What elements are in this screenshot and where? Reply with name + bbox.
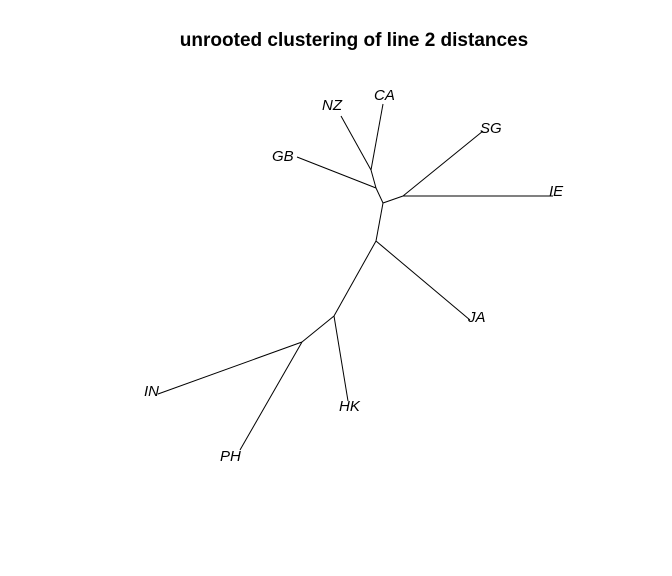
tip-label-sg: SG bbox=[480, 120, 502, 137]
edge-hk bbox=[333, 315, 349, 402]
edge-sg bbox=[402, 130, 484, 197]
edge-ja bbox=[375, 240, 471, 321]
tip-label-in: IN bbox=[144, 383, 159, 400]
edge-in bbox=[157, 341, 303, 395]
edge-gb bbox=[296, 156, 377, 189]
edge-internal-3 bbox=[301, 315, 335, 343]
tip-label-ie: IE bbox=[549, 183, 564, 200]
plot-title: unrooted clustering of line 2 distances bbox=[179, 30, 529, 51]
edge-ph bbox=[239, 341, 303, 451]
tip-label-ph: PH bbox=[220, 448, 241, 465]
edge-internal-5 bbox=[370, 169, 377, 189]
edge-internal-4 bbox=[375, 187, 384, 204]
tip-label-ca: CA bbox=[374, 87, 395, 104]
tip-label-hk: HK bbox=[339, 398, 361, 415]
tip-label-ja: JA bbox=[467, 309, 486, 326]
tip-label-nz: NZ bbox=[322, 97, 343, 114]
edge-ca bbox=[370, 103, 384, 171]
edge-nz bbox=[340, 115, 372, 171]
edge-internal-6 bbox=[382, 195, 404, 204]
edge-internal-2 bbox=[333, 240, 377, 317]
edge-internal-1 bbox=[375, 202, 384, 242]
tip-label-gb: GB bbox=[272, 148, 294, 165]
